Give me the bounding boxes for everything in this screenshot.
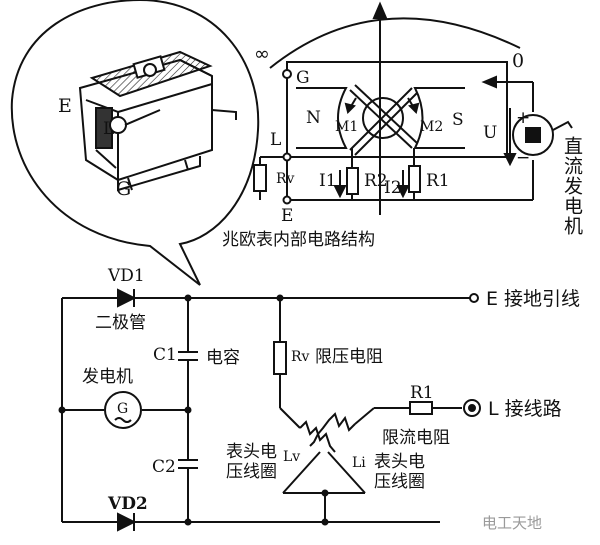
limit-voltage-resistor-label: 限压电阻 [315,347,383,367]
magnifier-label-e: E [58,95,72,117]
megohmmeter-device [78,50,237,192]
diode-name-label: 二极管 [95,313,146,333]
terminal-e-label: E [281,206,294,226]
vd1-label: VD1 [108,266,145,286]
dc-generator-label: 直流发电机 [561,136,583,236]
pole-n-label: N [306,108,321,128]
terminal-e [469,293,479,303]
capacitor-label: 电容 [206,348,240,368]
generator-g-symbol [104,391,142,429]
coil-m2-label: M2 [420,119,444,135]
resistor-r1-label: R1 [426,171,450,191]
generator-label: 发电机 [82,367,133,387]
meter-circuit-title: 兆欧表内部电路结构 [222,230,375,250]
coil-right-label: 表头电压线圈 [374,452,425,492]
coil-left-label: 表头电压线圈 [226,442,277,482]
scale-zero: 0 [512,50,525,72]
c1-label: C1 [153,345,177,365]
lv-label: Lv [283,449,301,465]
vd2-label: VD2 [108,494,148,514]
current-i2-label: I2 [384,178,402,198]
rv-schematic-label: Rv [291,349,310,365]
resistor-rv-schematic [273,341,287,375]
magnifier-label-l: L [103,119,115,139]
generator-symbol-label: G [117,401,129,417]
li-label: Li [352,455,366,471]
resistor-r2-label: R2 [364,171,388,191]
voltage-u-label: U [483,123,498,143]
watermark: 电工天地 [482,514,543,532]
resistor-r2 [346,167,359,195]
schematic [58,288,481,532]
limit-current-resistor-label: 限流电阻 [382,428,450,448]
magnifier-label-g: G [116,178,132,200]
scale-arc [269,17,521,69]
plus-label: + [516,108,531,128]
r1-schematic-label: R1 [410,383,434,403]
terminal-l-label: L [270,130,282,150]
minus-label: − [516,148,531,168]
pole-s-label: S [452,110,464,130]
coil-m1-label: M1 [335,119,359,135]
l-line-terminal-label: L 接线路 [488,398,562,420]
crossed-coils [349,84,418,156]
terminal-g-label: G [296,68,310,88]
resistor-rv [253,164,267,192]
resistor-rv-label: Rv [276,171,295,187]
c2-label: C2 [152,457,176,477]
scale-infinity: ∞ [254,43,270,65]
e-ground-lead-label: E 接地引线 [486,288,581,310]
resistor-r1 [408,165,421,193]
current-i1-label: I1 [319,171,337,191]
resistor-r1-schematic [409,401,433,415]
meter-circuit [253,1,573,215]
